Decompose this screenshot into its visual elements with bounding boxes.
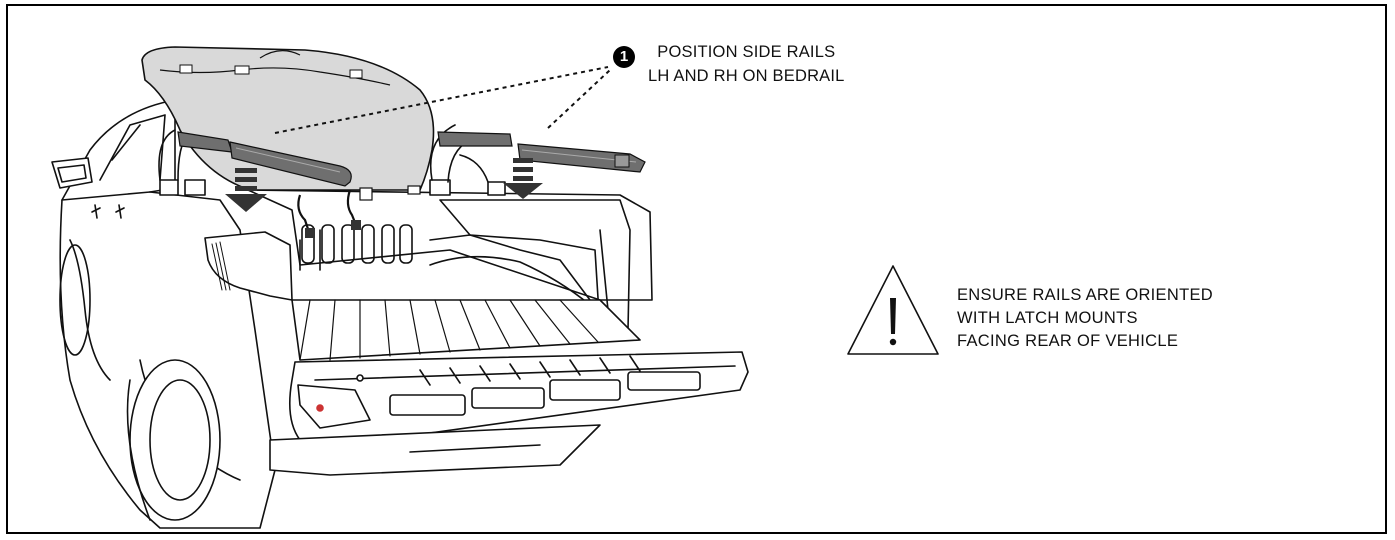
harness-cable-left <box>297 194 312 236</box>
tailgate-latch <box>297 384 371 429</box>
tailgate <box>289 351 749 441</box>
step-callout: 1 POSITION SIDE RAILS LH AND RH ON BEDRA… <box>613 40 993 100</box>
bed-floor <box>291 299 641 361</box>
down-arrow-left <box>225 168 267 212</box>
step-number-badge: 1 <box>613 46 635 68</box>
harness-cable-right <box>346 189 358 226</box>
side-rail-right-front <box>517 143 646 173</box>
warning-note: ENSURE RAILS ARE ORIENTED WITH LATCH MOU… <box>845 262 1365 362</box>
leader-line-left <box>274 66 609 134</box>
step-instruction: POSITION SIDE RAILS LH AND RH ON BEDRAIL <box>648 40 845 88</box>
warning-line-1: ENSURE RAILS ARE ORIENTED <box>957 286 1213 304</box>
warning-line-3: FACING REAR OF VEHICLE <box>957 332 1179 350</box>
front-wheel <box>59 244 91 356</box>
rear-wheel <box>129 359 221 521</box>
side-rail-left-front <box>229 141 352 187</box>
tonneau-cover <box>141 46 435 191</box>
warning-line-2: WITH LATCH MOUNTS <box>957 309 1138 327</box>
down-arrow-right <box>503 158 543 199</box>
step-instruction-line-2: LH AND RH ON BEDRAIL <box>648 67 845 85</box>
warning-triangle-icon <box>847 265 939 355</box>
truck-bed-front <box>247 189 653 301</box>
leader-line-right <box>547 69 611 129</box>
step-instruction-line-1: POSITION SIDE RAILS <box>657 43 836 61</box>
side-rail-right-rear <box>437 131 513 147</box>
warning-text: ENSURE RAILS ARE ORIENTED WITH LATCH MOU… <box>957 284 1213 353</box>
